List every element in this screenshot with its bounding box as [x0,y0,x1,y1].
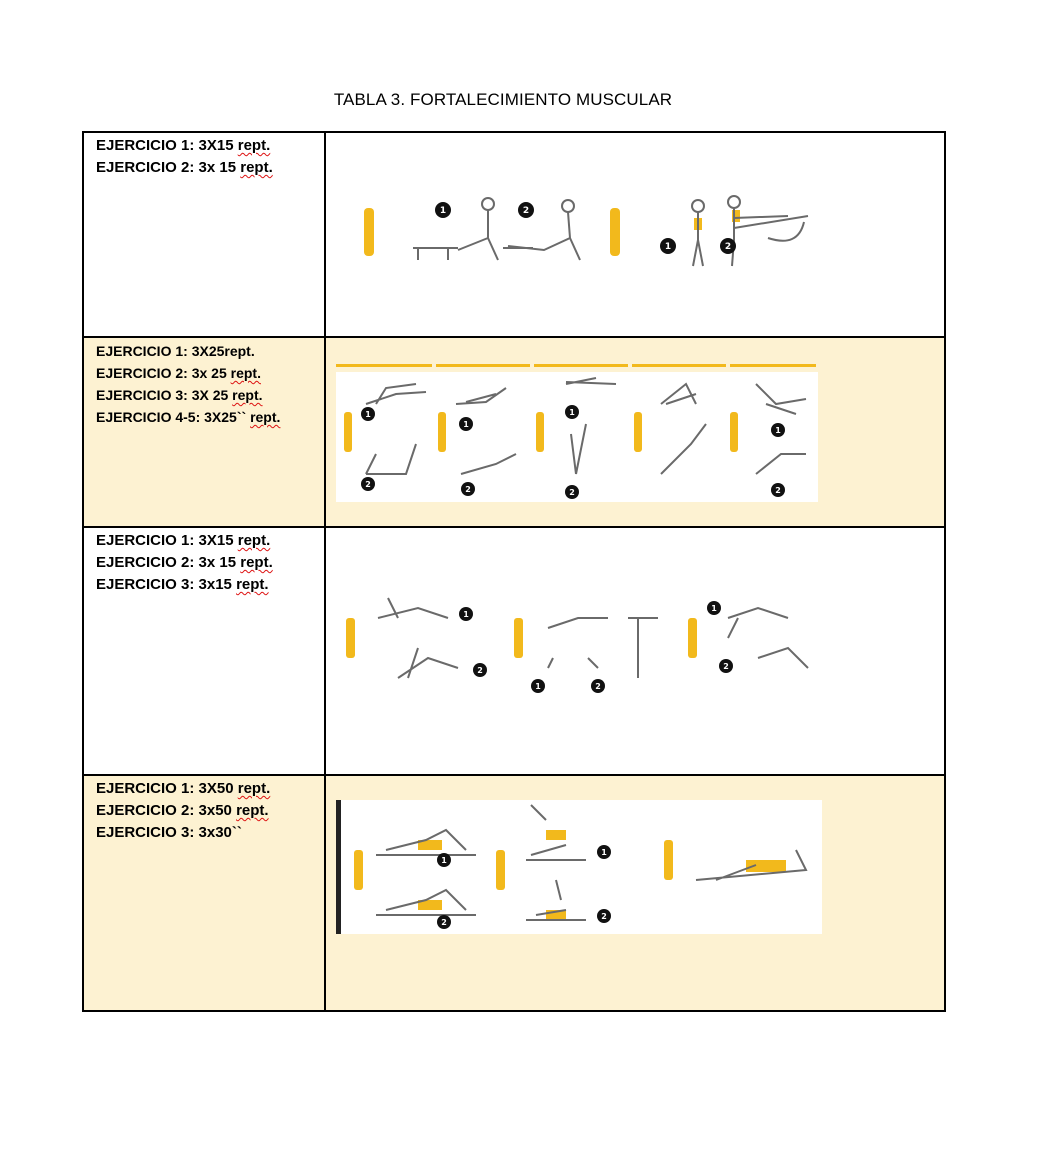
step-number: 2 [723,662,729,671]
exercise-illustration-cell: 1 2 1 2 1 2 1 2 [324,336,946,528]
exercise-illustration-cell: 1 2 1 2 [324,131,946,338]
exercise-line: EJERCICIO 2: 3x 15 rept. [96,159,273,176]
exercise-list-cell: EJERCICIO 1: 3X15 rept. EJERCICIO 2: 3x … [82,131,326,338]
exercise-line: EJERCICIO 2: 3x 25 rept. [96,365,261,381]
exercise-line: EJERCICIO 3: 3x15 rept. [96,576,269,593]
exercise-illustration-cell: 1 2 1 2 1 2 [324,526,946,776]
step-number: 1 [535,682,541,691]
step-number: 2 [775,486,781,495]
exercise-line: EJERCICIO 1: 3X25rept. [96,343,255,359]
step-number: 2 [477,666,483,675]
step-number: 1 [440,206,446,216]
step-number: 2 [523,206,529,216]
exercise-line: EJERCICIO 1: 3X15 rept. [96,532,271,549]
exercise-line: EJERCICIO 1: 3X15 rept. [96,137,271,154]
table-row: EJERCICIO 1: 3X15 rept. EJERCICIO 2: 3x … [82,131,946,338]
exercise-illustration-image: 1 2 1 2 1 2 1 2 [336,364,818,502]
step-number: 2 [595,682,601,691]
exercise-illustration-image: 1 2 1 2 1 2 [338,578,820,698]
step-number: 2 [441,918,447,927]
exercise-line: EJERCICIO 1: 3X50 rept. [96,780,271,797]
exercise-illustration-image: 1 2 1 2 [348,188,818,278]
step-number: 1 [441,856,447,865]
step-number: 2 [569,488,575,497]
step-number: 1 [711,604,717,613]
step-number: 2 [725,242,731,252]
table-row: EJERCICIO 1: 3X50 rept. EJERCICIO 2: 3x5… [82,774,946,1012]
table-row: EJERCICIO 1: 3X25rept. EJERCICIO 2: 3x 2… [82,336,946,528]
table-row: EJERCICIO 1: 3X15 rept. EJERCICIO 2: 3x … [82,526,946,776]
step-number: 1 [365,410,371,419]
exercise-list-cell: EJERCICIO 1: 3X25rept. EJERCICIO 2: 3x 2… [82,336,326,528]
exercise-list-cell: EJERCICIO 1: 3X15 rept. EJERCICIO 2: 3x … [82,526,326,776]
exercise-line: EJERCICIO 3: 3X 25 rept. [96,387,263,403]
step-number: 1 [601,848,607,857]
step-number: 2 [601,912,607,921]
step-number: 2 [465,485,471,494]
step-number: 1 [569,408,575,417]
exercise-line: EJERCICIO 2: 3x50 rept. [96,802,269,819]
step-number: 1 [665,242,671,252]
exercise-line: EJERCICIO 2: 3x 15 rept. [96,554,273,571]
step-number: 2 [365,480,371,489]
exercise-illustration-cell: 1 2 1 2 [324,774,946,1012]
step-number: 1 [463,420,469,429]
step-number: 1 [463,610,469,619]
exercise-illustration-image: 1 2 1 2 [336,800,822,934]
step-number: 1 [775,426,781,435]
exercise-line: EJERCICIO 4-5: 3X25`` rept. [96,409,281,425]
page-title: TABLA 3. FORTALECIMIENTO MUSCULAR [333,90,673,109]
exercise-table: EJERCICIO 1: 3X15 rept. EJERCICIO 2: 3x … [82,131,946,1012]
exercise-line: EJERCICIO 3: 3x30`` [96,824,242,841]
exercise-list-cell: EJERCICIO 1: 3X50 rept. EJERCICIO 2: 3x5… [82,774,326,1012]
